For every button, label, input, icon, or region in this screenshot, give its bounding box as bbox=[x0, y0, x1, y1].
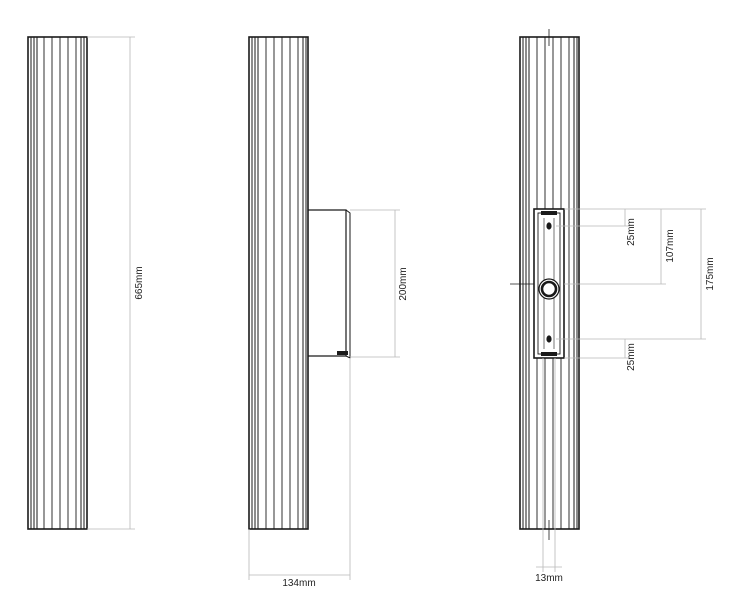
wall-backplate bbox=[308, 209, 351, 359]
side-view-body bbox=[248, 36, 309, 530]
height-dimension: 665mm bbox=[87, 36, 145, 530]
rear-view: 25mm 107mm 175mm 25mm 13mm bbox=[510, 29, 716, 584]
height-label: 665mm bbox=[134, 266, 145, 299]
projection-label: 134mm bbox=[282, 578, 315, 589]
slot-width-dimension: 13mm bbox=[535, 358, 563, 584]
centre-to-fixing-dimension: 107mm bbox=[660, 209, 676, 284]
fixing-hole-bottom bbox=[546, 335, 552, 343]
fixing-centres-dimension: 175mm bbox=[700, 209, 716, 339]
top-fixing-offset-dimension: 25mm bbox=[624, 209, 637, 246]
side-view: 200mm 134mm bbox=[248, 36, 409, 589]
projection-dimension: 134mm bbox=[248, 358, 351, 589]
front-view: 665mm bbox=[27, 36, 145, 530]
bottom-fixing-offset-dimension: 25mm bbox=[624, 339, 637, 371]
backplate-height-label: 200mm bbox=[398, 267, 409, 300]
backplate-height-dimension: 200mm bbox=[350, 209, 409, 358]
top-fixing-offset-label: 25mm bbox=[626, 218, 637, 246]
fixing-centres-label: 175mm bbox=[705, 257, 716, 290]
cable-entry-hole bbox=[538, 278, 560, 300]
centre-lines bbox=[510, 29, 550, 540]
slot-width-label: 13mm bbox=[535, 573, 563, 584]
rear-extension-lines bbox=[556, 208, 706, 359]
centre-to-fixing-label: 107mm bbox=[665, 229, 676, 262]
bottom-fixing-offset-label: 25mm bbox=[626, 343, 637, 371]
fixing-hole-top bbox=[546, 222, 552, 230]
mounting-bracket bbox=[533, 208, 565, 359]
front-view-body bbox=[27, 36, 88, 530]
